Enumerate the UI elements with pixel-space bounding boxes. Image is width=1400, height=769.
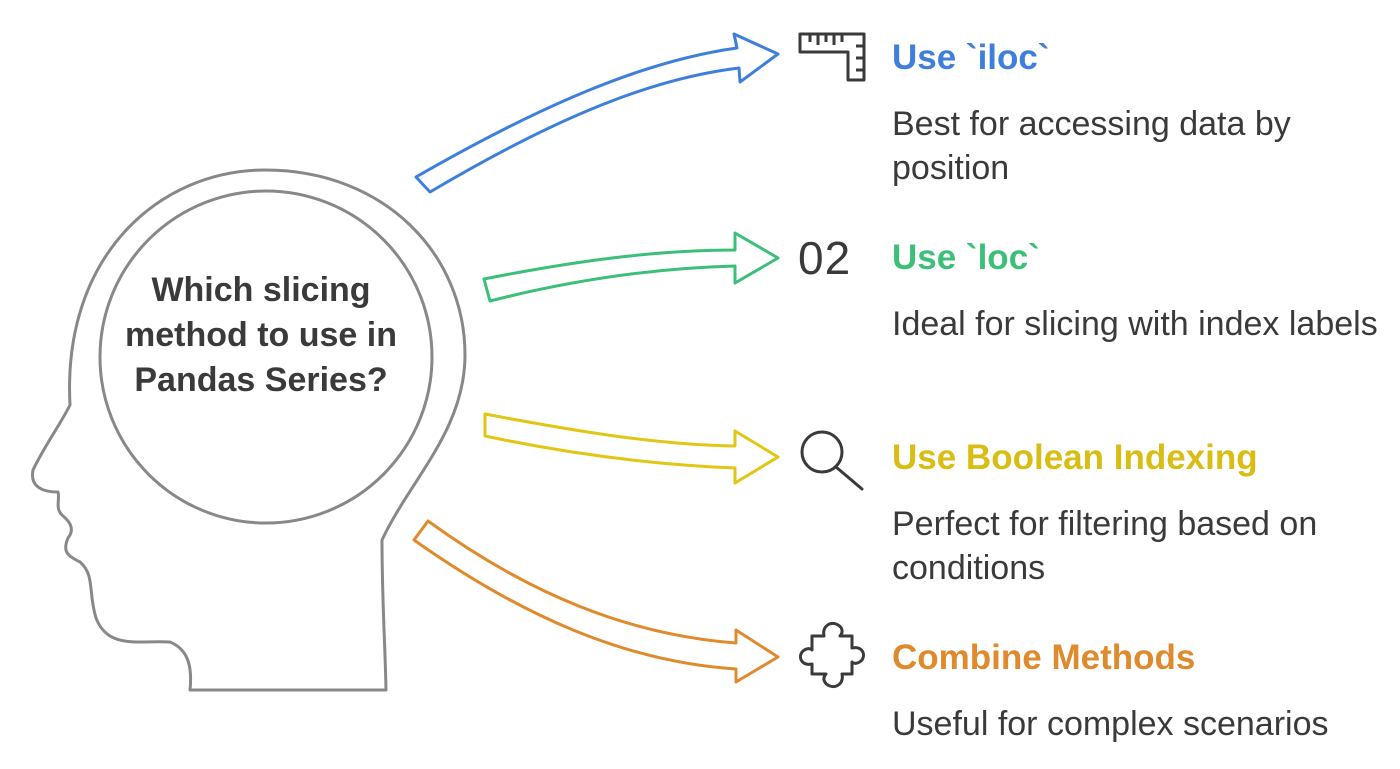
- head-silhouette: [30, 168, 467, 692]
- central-question: Which slicing method to use in Pandas Se…: [125, 271, 397, 399]
- option-title-loc: Use `loc`: [892, 238, 1040, 277]
- option-desc-combine: Useful for complex scenarios: [892, 705, 1329, 743]
- arrow-loc: [482, 231, 780, 303]
- option-title-iloc: Use `iloc`: [892, 38, 1050, 77]
- option-title-combine: Combine Methods: [892, 638, 1196, 677]
- arrow-boolean: [483, 412, 780, 485]
- arrow-iloc: [414, 32, 780, 194]
- option-desc-loc: Ideal for slicing with index labels: [892, 305, 1378, 343]
- arrow-combine: [412, 519, 780, 684]
- puzzle-icon: [798, 622, 866, 688]
- magnifier-icon: [800, 430, 864, 491]
- option-title-boolean: Use Boolean Indexing: [892, 438, 1258, 477]
- ruler-icon: [798, 32, 866, 82]
- number-02-icon: 02: [798, 232, 852, 284]
- option-desc-boolean: Perfect for filtering based on condition…: [892, 505, 1318, 587]
- option-desc-iloc: Best for accessing data by position: [892, 105, 1291, 187]
- question-circle: [98, 189, 434, 525]
